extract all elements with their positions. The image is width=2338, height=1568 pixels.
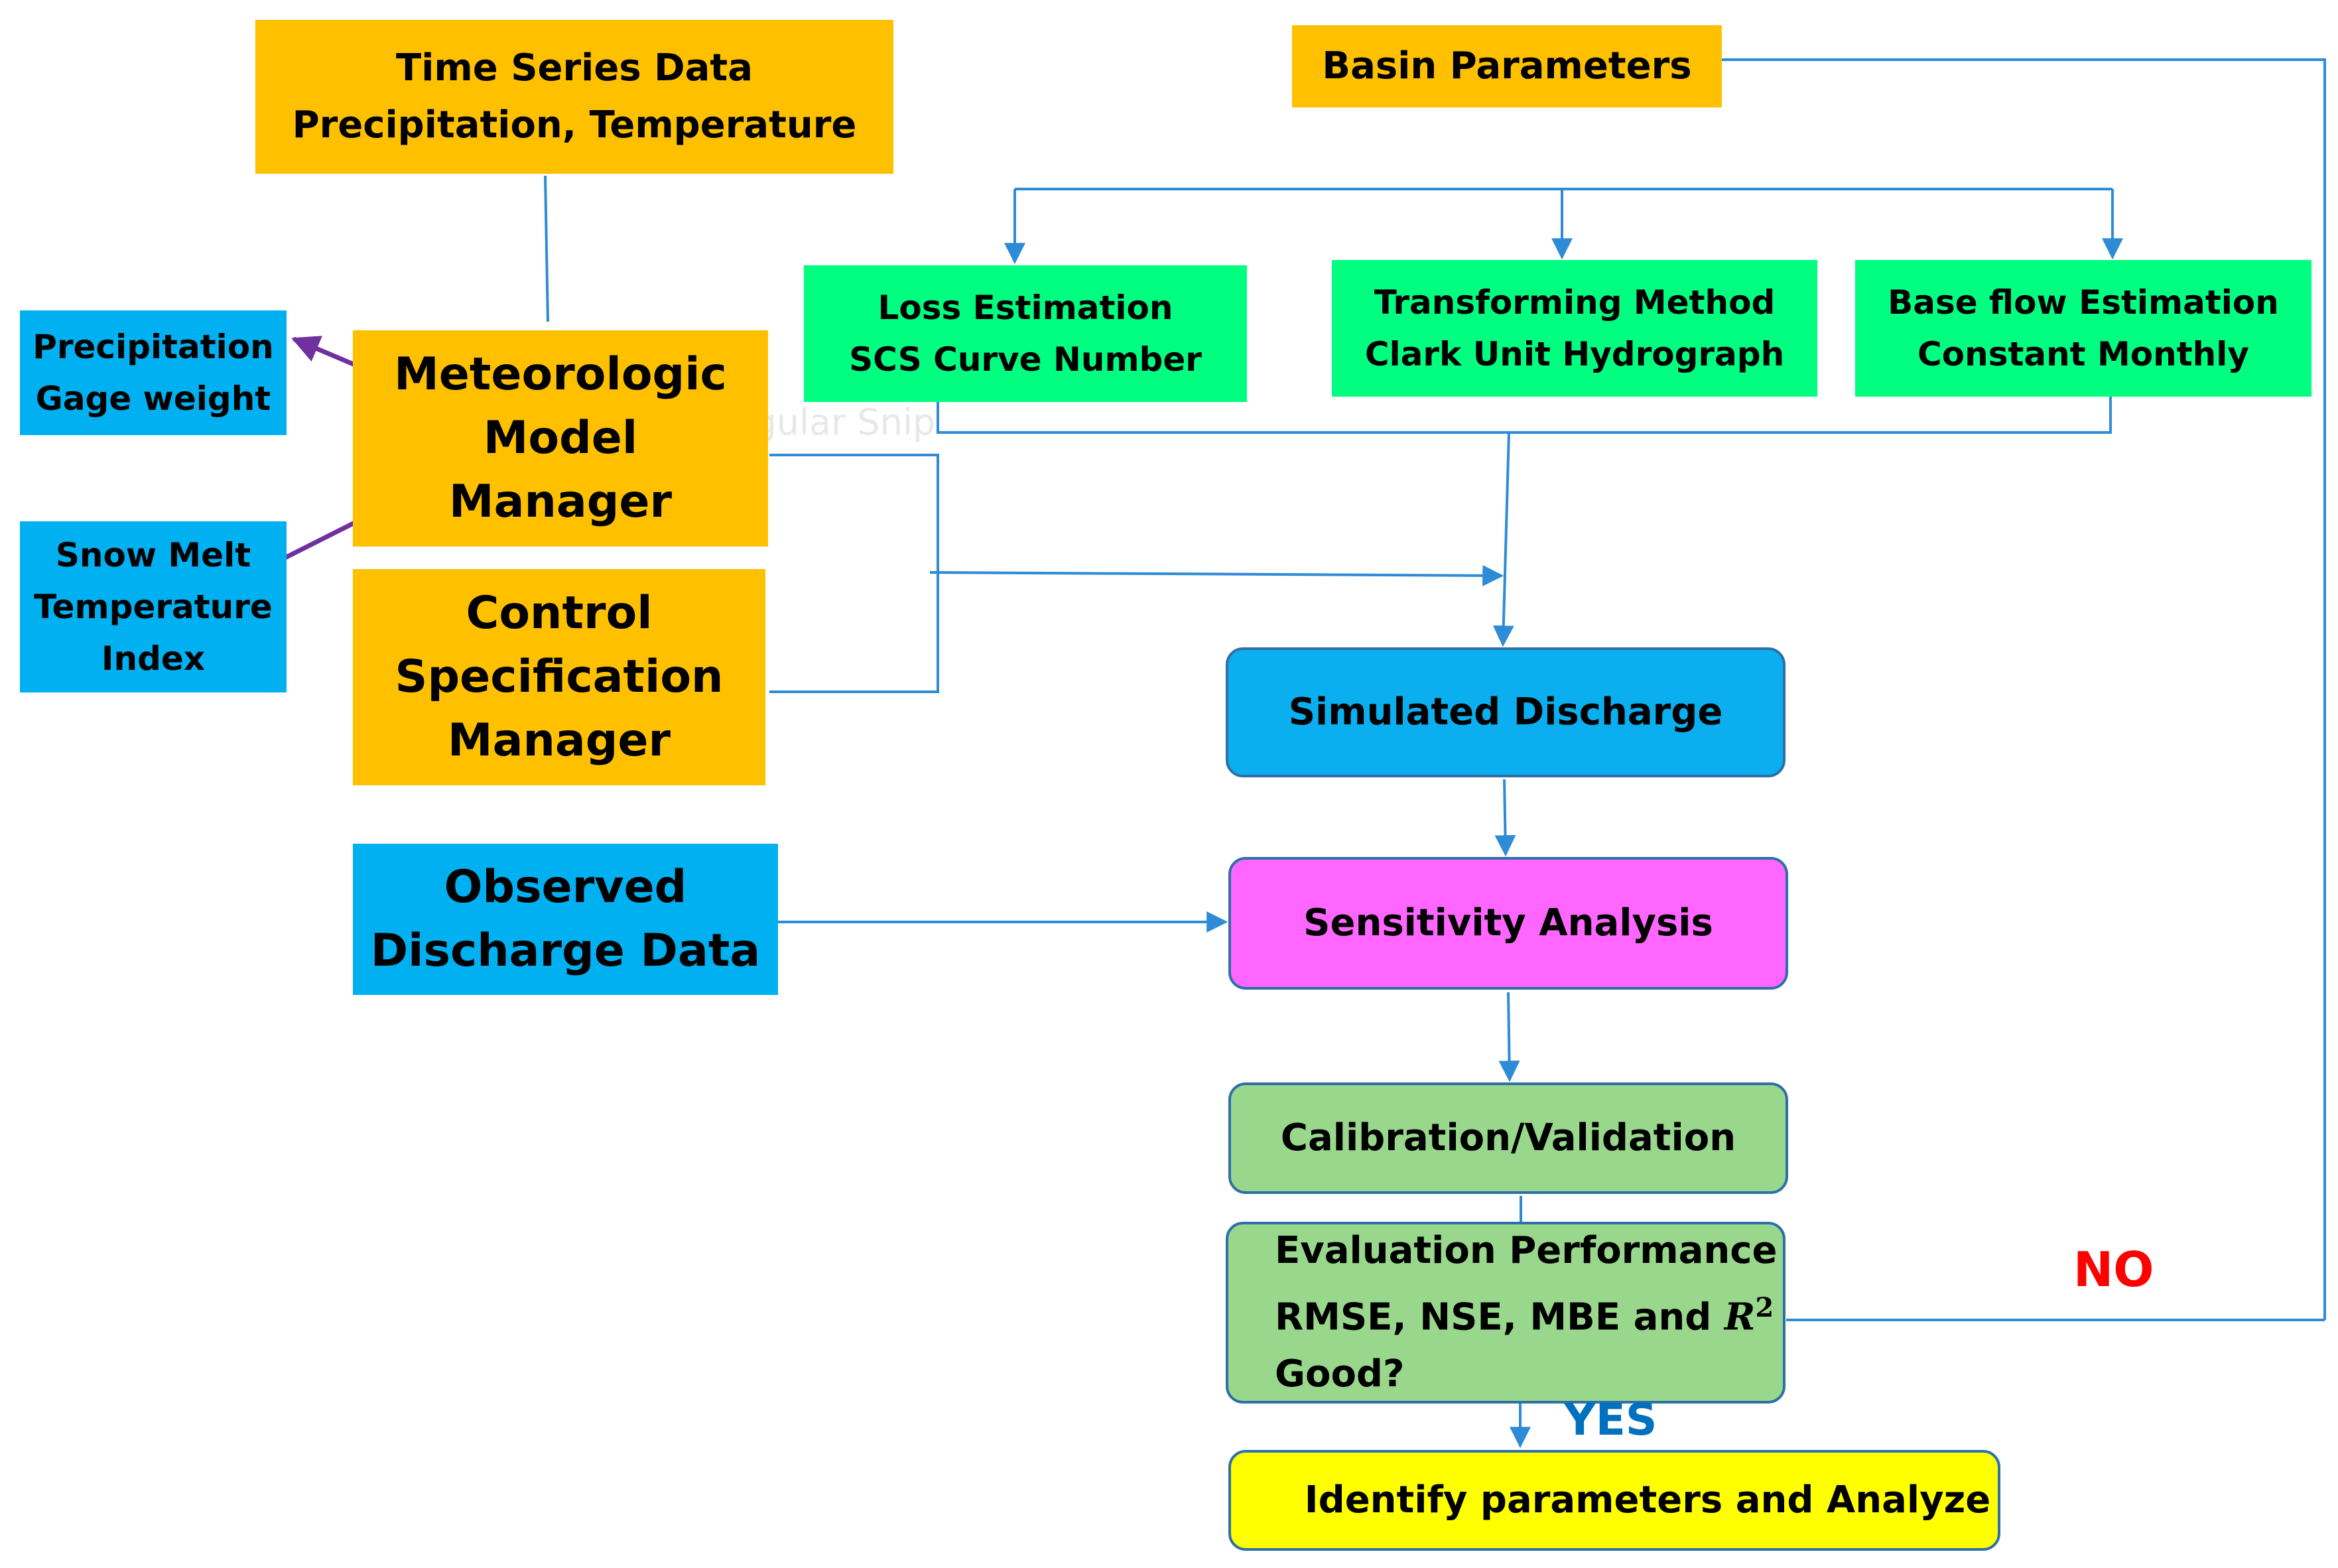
precipitation-gage-line2: Gage weight: [35, 379, 271, 418]
parameter-collector-line: [937, 397, 2112, 434]
evaluation-title: Evaluation Performance: [1275, 1228, 1778, 1272]
met-model-line3: Manager: [448, 476, 673, 528]
control-spec-line3: Manager: [447, 714, 671, 767]
observed-discharge-line1: Observed: [444, 861, 687, 913]
simulated-to-sensitivity-arrow: [1494, 779, 1516, 857]
basin-feedback-top-line: [1721, 58, 2326, 1320]
met-model-line2: Model: [483, 412, 638, 464]
identify-parameters-box[interactable]: Identify parameters and Analyze: [1228, 1450, 2000, 1551]
no-label: NO: [2073, 1242, 2154, 1297]
transforming-method-method: Clark Unit Hydrograph: [1364, 335, 1785, 373]
base-flow-method: Constant Monthly: [1917, 335, 2249, 373]
transforming-method-title: Transforming Method: [1374, 283, 1776, 322]
sensitivity-to-calibration-arrow: [1498, 992, 1520, 1082]
met-model-line1: Meteorologic: [394, 348, 727, 401]
control-specification-manager-box[interactable]: Control Specification Manager: [353, 569, 765, 785]
observed-discharge-box[interactable]: Observed Discharge Data: [353, 844, 778, 995]
time-series-subtitle: Precipitation, Temperature: [292, 103, 857, 147]
sensitivity-analysis-label: Sensitivity Analysis: [1303, 901, 1713, 945]
managers-to-simulated-arrow: [929, 564, 1504, 586]
base-flow-box[interactable]: Base flow Estimation Constant Monthly: [1855, 260, 2311, 397]
calibration-validation-box[interactable]: Calibration/Validation: [1228, 1082, 1788, 1194]
control-spec-line1: Control: [466, 587, 653, 639]
snow-melt-line2: Temperature: [34, 588, 273, 626]
time-series-box[interactable]: Time Series Data Precipitation, Temperat…: [255, 20, 893, 174]
met-to-bracket-line: [769, 454, 939, 693]
simulated-discharge-box[interactable]: Simulated Discharge: [1226, 647, 1786, 777]
loss-estimation-box[interactable]: Loss Estimation SCS Curve Number: [804, 265, 1247, 402]
meteorologic-model-manager-box[interactable]: Meteorologic Model Manager: [353, 330, 768, 547]
evaluation-metrics-prefix: RMSE, NSE, MBE and: [1275, 1295, 1724, 1339]
snow-melt-line3: Index: [101, 639, 206, 678]
precipitation-gage-box[interactable]: Precipitation Gage weight: [20, 310, 287, 435]
precipitation-gage-line1: Precipitation: [32, 328, 274, 366]
loss-estimation-title: Loss Estimation: [877, 289, 1173, 327]
time-series-title: Time Series Data: [396, 46, 753, 90]
time-series-to-met-line: [544, 175, 549, 322]
basin-parameters-box[interactable]: Basin Parameters: [1292, 25, 1722, 107]
base-flow-title: Base flow Estimation: [1888, 283, 2279, 322]
simulated-discharge-label: Simulated Discharge: [1288, 690, 1723, 734]
evaluation-performance-box[interactable]: Evaluation Performance RMSE, NSE, MBE an…: [1226, 1222, 1786, 1404]
r-squared-exponent: 2: [1755, 1291, 1774, 1323]
snow-melt-box[interactable]: Snow Melt Temperature Index: [20, 521, 287, 692]
params-to-simulated-arrow: [1492, 432, 1514, 647]
snow-melt-line1: Snow Melt: [55, 536, 251, 574]
loss-estimation-method: SCS Curve Number: [849, 340, 1202, 379]
transforming-method-box[interactable]: Transforming Method Clark Unit Hydrograp…: [1332, 260, 1817, 397]
evaluation-metrics: RMSE, NSE, MBE and R2: [1275, 1279, 1774, 1346]
observed-discharge-line2: Discharge Data: [370, 925, 761, 977]
sensitivity-analysis-box[interactable]: Sensitivity Analysis: [1228, 857, 1788, 990]
identify-parameters-label: Identify parameters and Analyze: [1304, 1478, 1991, 1522]
r-squared-variable: R: [1724, 1295, 1756, 1339]
yes-label: YES: [1564, 1394, 1657, 1445]
basin-parameters-label: Basin Parameters: [1322, 44, 1692, 88]
evaluation-question: Good?: [1275, 1352, 1405, 1396]
calibration-validation-label: Calibration/Validation: [1280, 1116, 1736, 1159]
control-spec-line2: Specification: [395, 651, 724, 703]
